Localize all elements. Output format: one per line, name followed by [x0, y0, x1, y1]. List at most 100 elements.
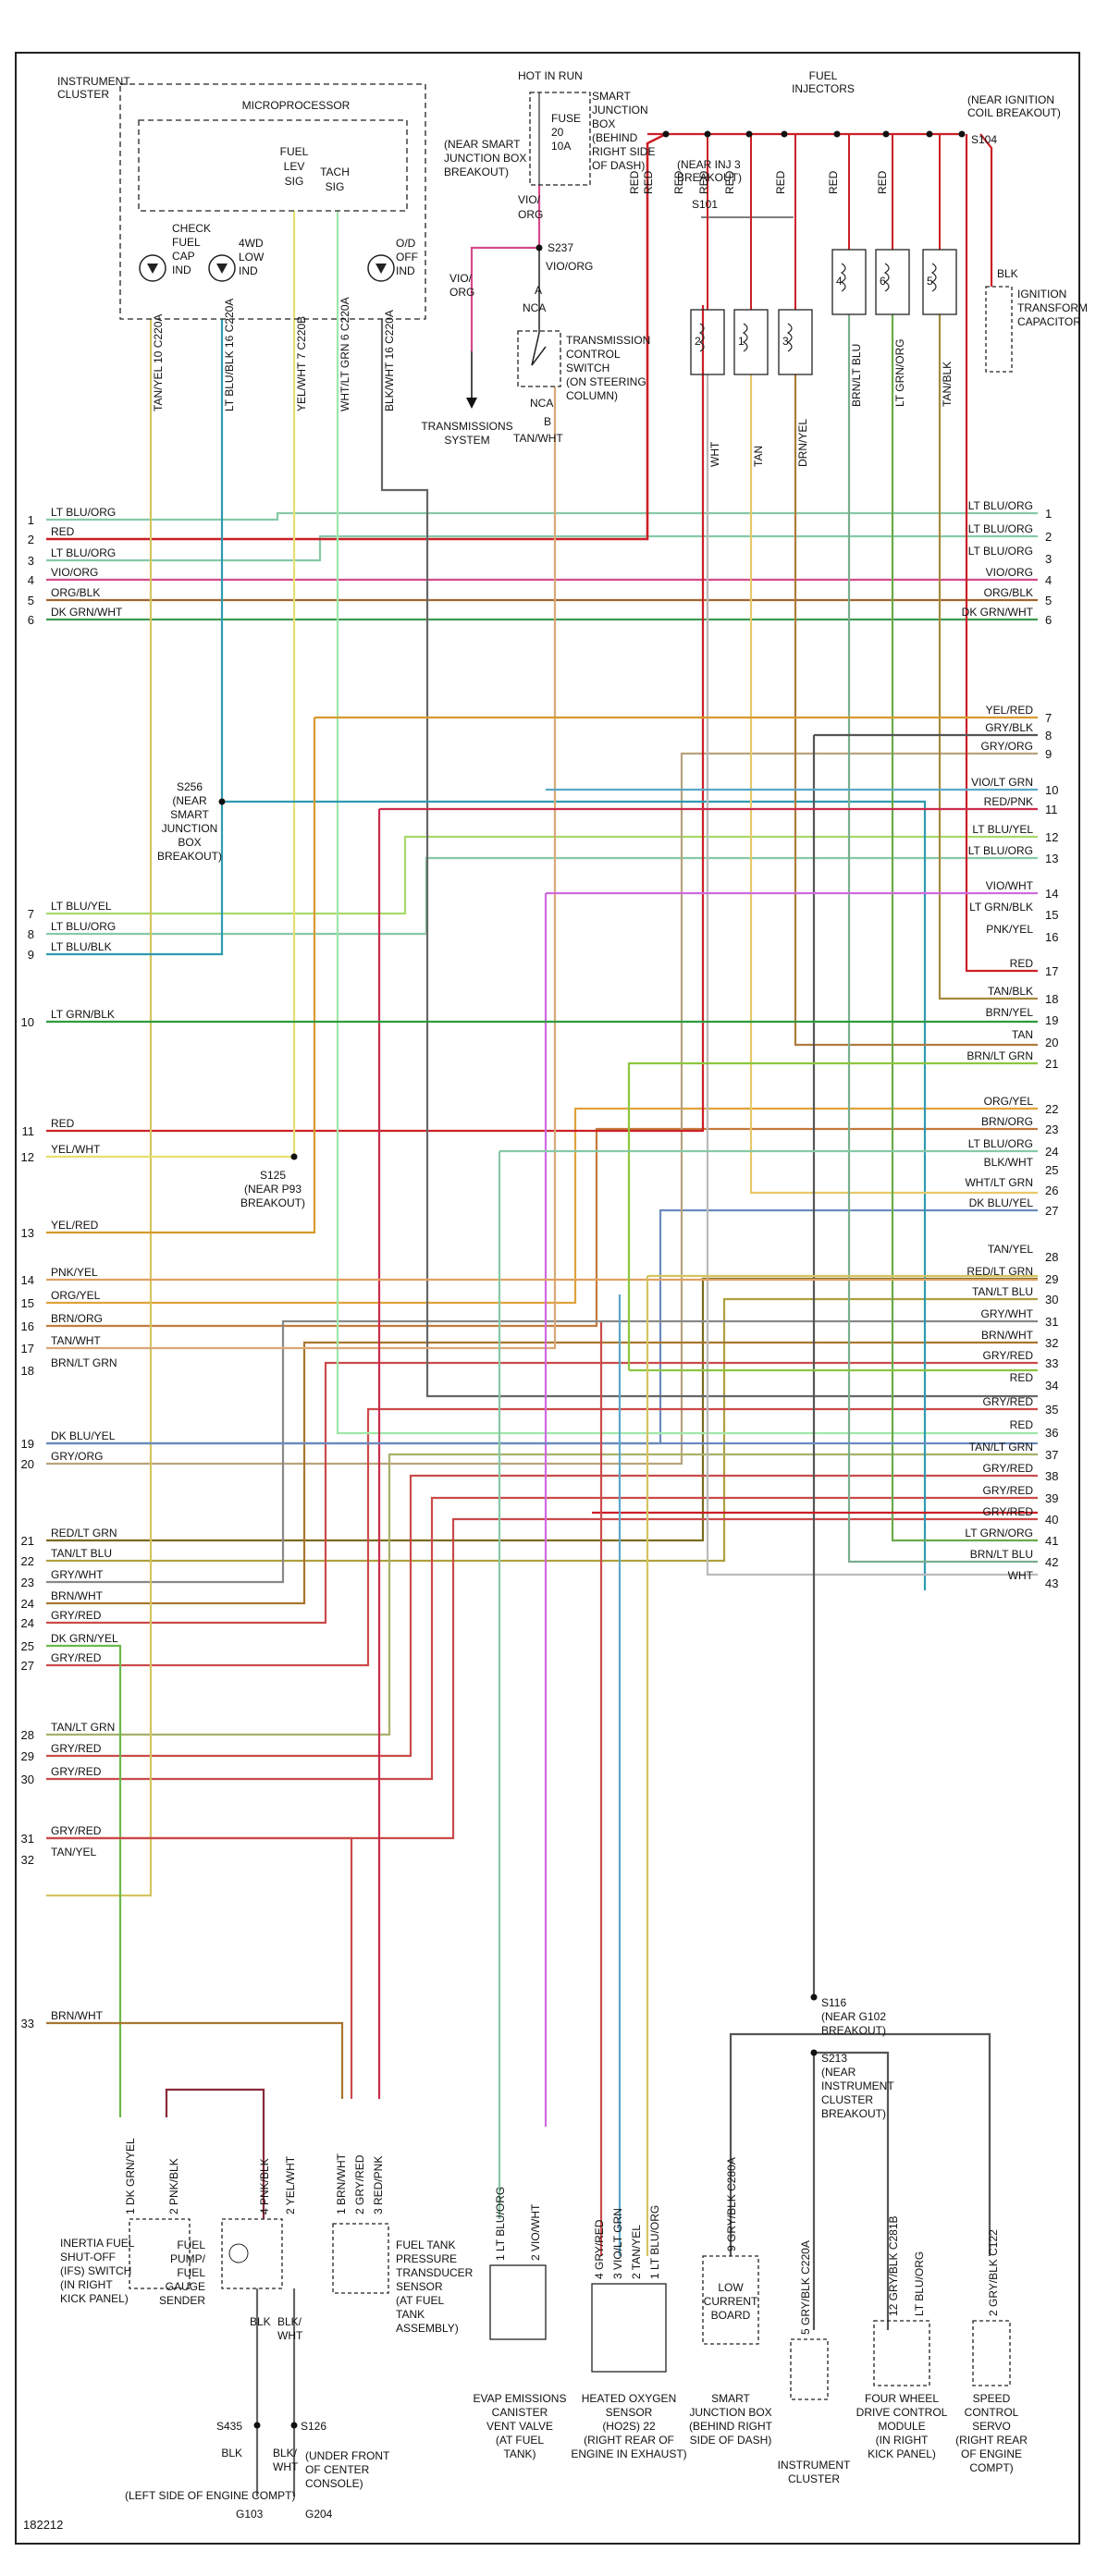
right-wire-label: GRY/WHT — [981, 1307, 1034, 1320]
injector-coil — [883, 263, 890, 292]
wire — [749, 374, 1038, 1195]
bottom-wire-label: 2 GRY/RED — [353, 2154, 366, 2214]
right-wire-label: ORG/BLK — [984, 586, 1033, 599]
speed-servo-label: CONTROL — [965, 2406, 1019, 2419]
right-wire-label: GRY/RED — [983, 1349, 1034, 1362]
near-inj3-label: (NEAR INJ 3 — [677, 158, 741, 171]
transmission-system-label: TRANSMISSIONS — [421, 420, 512, 433]
vio-org-label: VIO/ — [518, 193, 541, 206]
fuel-injector — [778, 309, 813, 375]
right-wire-number: 24 — [1045, 1145, 1058, 1159]
wire — [46, 386, 557, 1350]
ignition-coil-breakout-label: (NEAR IGNITION — [967, 93, 1054, 106]
fwd-module-label: DRIVE CONTROL — [856, 2406, 948, 2419]
4wd-low-label: IND — [239, 264, 258, 277]
injector-splice-dot — [781, 130, 788, 138]
right-wire-label: LT BLU/ORG — [968, 1137, 1033, 1150]
right-wire-number: 33 — [1045, 1356, 1058, 1370]
right-wire-number: 18 — [1045, 992, 1058, 1006]
left-wire-number: 12 — [21, 1150, 34, 1164]
right-wire-number: 15 — [1045, 908, 1058, 922]
injector-red-label: RED — [827, 170, 840, 194]
fuse-label: FUSE — [551, 112, 581, 125]
tcs-label: CONTROL — [566, 348, 621, 361]
evap-label: CANISTER — [492, 2406, 548, 2419]
right-wire-number: 30 — [1045, 1293, 1058, 1306]
tcs-pin-b: B — [544, 415, 551, 428]
left-wire-number: 14 — [21, 1273, 34, 1287]
ho2s-label: HEATED OXYGEN — [582, 2392, 676, 2405]
injector-red-label: RED — [642, 170, 655, 194]
tcs-label: SWITCH — [566, 362, 609, 374]
evap-label: VENT VALVE — [486, 2420, 553, 2433]
g204-label: G204 — [305, 2508, 333, 2521]
wire — [46, 305, 705, 1133]
injector-splice-dot — [704, 130, 711, 138]
injector-splice-dot — [662, 130, 670, 138]
s256-label: BREAKOUT) — [157, 850, 222, 863]
right-wire-label: LT GRN/ORG — [965, 1527, 1033, 1539]
left-wire-label: GRY/RED — [51, 1609, 102, 1622]
right-wire-label: ORG/YEL — [984, 1095, 1034, 1108]
fuel-pump — [221, 2218, 283, 2289]
left-wire-label: LT BLU/ORG — [51, 506, 116, 519]
ignition-coil-breakout-label: COIL BREAKOUT) — [967, 106, 1061, 119]
top-wire-label: TAN/YEL 10 C220A — [152, 314, 165, 411]
left-wire-number: 24 — [21, 1616, 34, 1630]
near-sjb-label: BREAKOUT) — [444, 166, 509, 178]
injector-coil — [786, 323, 793, 352]
right-wire-number: 1 — [1045, 507, 1052, 521]
four-wheel-drive-module — [873, 2320, 930, 2386]
left-wire-number: 21 — [21, 1534, 34, 1548]
right-wire-label: YEL/RED — [986, 704, 1034, 717]
right-wire-label: WHT/LT GRN — [965, 1176, 1033, 1189]
right-wire-label: GRY/RED — [983, 1395, 1034, 1408]
s213-label: CLUSTER — [821, 2093, 873, 2106]
right-wire-number: 6 — [1045, 613, 1052, 627]
od-off-label: OFF — [396, 251, 418, 264]
left-wire-label: TAN/LT BLU — [51, 1547, 112, 1560]
ifs-switch-label: SHUT-OFF — [60, 2251, 116, 2263]
ho2s-label: (RIGHT REAR OF — [584, 2434, 674, 2447]
right-wire-label: TAN/YEL — [988, 1243, 1033, 1256]
left-wire-number: 20 — [21, 1457, 34, 1471]
right-wire-label: RED — [1010, 1418, 1034, 1431]
right-wire-number: 2 — [1045, 530, 1052, 544]
right-wire-label: TAN/LT GRN — [969, 1441, 1033, 1454]
left-wire-number: 5 — [28, 594, 34, 607]
left-wire-label: TAN/YEL — [51, 1846, 96, 1858]
left-wire-number: 6 — [28, 613, 34, 627]
s256-label: SMART — [170, 808, 209, 821]
ignition-capacitor — [985, 286, 1013, 373]
od-off-label: IND — [396, 264, 415, 277]
indicator-led — [216, 264, 228, 274]
right-wire-number: 29 — [1045, 1272, 1058, 1286]
wire — [814, 2032, 991, 2256]
figure-id: 182212 — [23, 2518, 63, 2532]
wire — [46, 1297, 1038, 1563]
ignition-capacitor-label: TRANSFORM — [1017, 301, 1088, 314]
ftp-sensor-label: TANK — [396, 2308, 425, 2321]
ho2s-label: ENGINE IN EXHAUST) — [571, 2447, 686, 2460]
indicator-led — [367, 254, 395, 282]
right-wire-number: 21 — [1045, 1057, 1058, 1071]
left-wire-label: BRN/WHT — [51, 1589, 104, 1602]
tcs-label: COLUMN) — [566, 389, 618, 402]
right-wire-label: LT BLU/ORG — [968, 545, 1033, 558]
wire — [938, 314, 1038, 1000]
right-wire-number: 17 — [1045, 964, 1058, 978]
smart-junction-box-label: SMART — [592, 90, 631, 103]
wire — [46, 1836, 353, 2099]
wire — [46, 1474, 1038, 1758]
near-sjb-label: (NEAR SMART — [444, 138, 521, 151]
low-current-label: CURRENT — [704, 2295, 758, 2308]
left-wire-number: 23 — [21, 1576, 34, 1589]
top-wire-label: BLK/WHT 16 C220A — [383, 310, 396, 411]
fwd-module-label: KICK PANEL) — [868, 2447, 936, 2460]
smart-junction-box — [529, 92, 591, 186]
bottom-wire-label: 1 LT BLU/ORG — [494, 2187, 507, 2261]
top-wire-label: WHT/LT GRN 6 C220A — [339, 297, 351, 411]
right-wire-number: 7 — [1045, 711, 1052, 725]
microprocessor-label: MICROPROCESSOR — [242, 99, 351, 112]
